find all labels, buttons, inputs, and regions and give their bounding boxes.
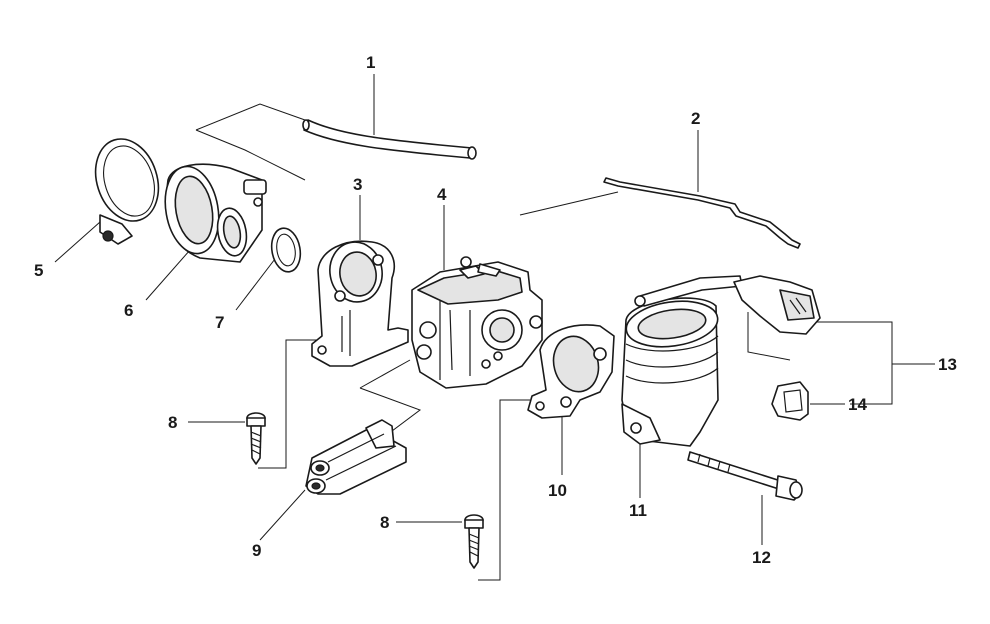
part-3-carburetor-bracket xyxy=(311,240,409,367)
callout-11: 11 xyxy=(629,501,647,520)
callout-8-lower: 8 xyxy=(380,513,389,532)
callout-3: 3 xyxy=(353,175,362,194)
part-2-throttle-rod xyxy=(603,177,801,249)
callout-4: 4 xyxy=(437,185,447,204)
part-9-impulse-hoses xyxy=(305,419,407,495)
part-7-gasket-ring xyxy=(270,227,302,273)
part-8-screw-upper xyxy=(246,412,266,465)
callout-7: 7 xyxy=(215,313,224,332)
callout-5: 5 xyxy=(34,261,43,280)
leader-lines xyxy=(54,74,935,581)
callout-10: 10 xyxy=(548,481,567,500)
part-8-screw-lower xyxy=(464,514,484,569)
part-11-intake-boot xyxy=(621,297,719,447)
callout-6: 6 xyxy=(124,301,133,320)
part-1-fuel-hose xyxy=(302,119,477,160)
callout-9: 9 xyxy=(252,541,261,560)
callout-8-upper: 8 xyxy=(168,413,177,432)
callout-2: 2 xyxy=(691,109,700,128)
part-4-carburetor xyxy=(411,256,543,389)
part-13-choke-lever xyxy=(634,275,821,335)
part-12-long-bolt xyxy=(687,451,803,501)
callout-13: 13 xyxy=(938,355,957,374)
callout-labels: 1 2 3 4 5 6 7 8 8 9 10 11 12 13 14 xyxy=(34,53,957,567)
callout-1: 1 xyxy=(366,53,375,72)
part-6-intake-flange xyxy=(164,163,267,263)
callout-14: 14 xyxy=(848,395,867,414)
part-14-clip xyxy=(771,381,809,421)
part-5-hose-clamp xyxy=(94,138,160,245)
part-10-clamp-bracket xyxy=(527,324,615,419)
callout-12: 12 xyxy=(752,548,771,567)
